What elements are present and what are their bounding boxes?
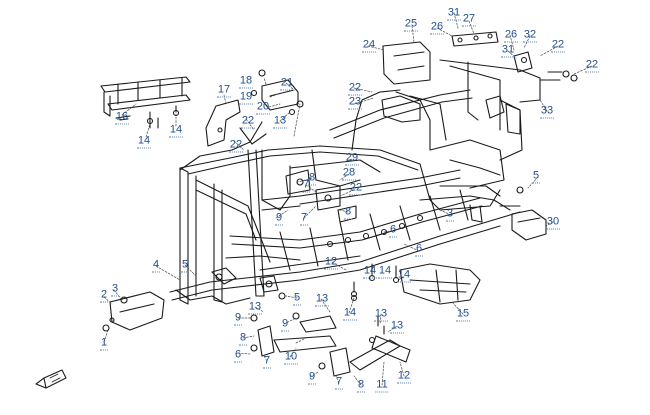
callout-22[interactable]: 22 (347, 81, 363, 96)
callout-13[interactable]: 13 (389, 319, 405, 334)
callout-24[interactable]: 24 (361, 38, 377, 53)
callout-14[interactable]: 14 (396, 268, 412, 283)
callout-32[interactable]: 32 (522, 28, 538, 43)
callout-26[interactable]: 26 (429, 20, 445, 35)
callout-13[interactable]: 13 (247, 300, 263, 315)
callout-21[interactable]: 21 (279, 76, 295, 91)
leader-lines (103, 12, 593, 386)
callout-5[interactable]: 5 (180, 258, 190, 273)
callout-26[interactable]: 26 (503, 28, 519, 43)
callout-23[interactable]: 23 (347, 95, 363, 110)
callout-15[interactable]: 15 (455, 307, 471, 322)
callout-7[interactable]: 7 (299, 211, 309, 226)
callout-7[interactable]: 7 (262, 354, 272, 369)
lower-swing-arms (250, 294, 411, 377)
callout-29[interactable]: 29 (344, 151, 360, 166)
callout-8[interactable]: 8 (307, 171, 317, 186)
callout-6[interactable]: 6 (414, 242, 424, 257)
callout-6[interactable]: 6 (388, 223, 398, 238)
callout-13[interactable]: 13 (314, 292, 330, 307)
callout-20[interactable]: 20 (255, 100, 271, 115)
callout-7[interactable]: 7 (334, 375, 344, 390)
callout-14[interactable]: 14 (136, 134, 152, 149)
callout-27[interactable]: 27 (461, 12, 477, 27)
callout-13[interactable]: 13 (272, 114, 288, 129)
callout-2[interactable]: 2 (99, 288, 109, 303)
side-plate (205, 99, 241, 147)
main-frame (169, 59, 541, 305)
callout-22[interactable]: 22 (550, 38, 566, 53)
callout-10[interactable]: 10 (283, 350, 299, 365)
callout-22[interactable]: 22 (240, 114, 256, 129)
callout-5[interactable]: 5 (531, 169, 541, 184)
callout-12[interactable]: 12 (396, 369, 412, 384)
callout-30[interactable]: 30 (545, 215, 561, 230)
callout-16[interactable]: 16 (114, 110, 130, 125)
callout-19[interactable]: 19 (238, 90, 254, 105)
callout-18[interactable]: 18 (238, 74, 254, 89)
rear-lower-rack (399, 263, 481, 305)
rear-skid-plate (511, 186, 547, 241)
engine-mount-bracket (250, 69, 304, 116)
callout-22[interactable]: 22 (348, 181, 364, 196)
callout-3[interactable]: 3 (110, 282, 120, 297)
callout-8[interactable]: 8 (343, 205, 353, 220)
callout-12[interactable]: 12 (323, 255, 339, 270)
callout-31[interactable]: 31 (446, 6, 462, 21)
callout-31[interactable]: 31 (500, 43, 516, 58)
callout-22[interactable]: 22 (228, 138, 244, 153)
callout-17[interactable]: 17 (216, 83, 232, 98)
callout-4[interactable]: 4 (151, 258, 161, 273)
callout-8[interactable]: 8 (356, 378, 366, 393)
callout-22[interactable]: 22 (584, 58, 600, 73)
front-lower-plate (102, 291, 165, 332)
callout-9[interactable]: 9 (307, 370, 317, 385)
callout-13[interactable]: 13 (373, 307, 389, 322)
callout-14[interactable]: 14 (342, 306, 358, 321)
callout-3[interactable]: 3 (445, 207, 455, 222)
callout-14[interactable]: 14 (362, 264, 378, 279)
callout-9[interactable]: 9 (233, 311, 243, 326)
callout-11[interactable]: 11 (375, 378, 390, 393)
callout-1[interactable]: 1 (99, 336, 109, 351)
fwd-arrow-icon (35, 369, 67, 389)
callout-6[interactable]: 6 (233, 348, 243, 363)
callout-9[interactable]: 9 (274, 211, 284, 226)
callout-5[interactable]: 5 (292, 291, 302, 306)
callout-7[interactable]: 7 (301, 178, 311, 193)
callout-8[interactable]: 8 (238, 331, 248, 346)
callout-33[interactable]: 33 (539, 104, 555, 119)
callout-9[interactable]: 9 (280, 317, 290, 332)
callout-14[interactable]: 14 (377, 264, 393, 279)
callout-14[interactable]: 14 (168, 123, 184, 138)
callout-25[interactable]: 25 (403, 17, 419, 32)
callout-28[interactable]: 28 (341, 166, 357, 181)
rear-top-bracket (382, 31, 578, 85)
